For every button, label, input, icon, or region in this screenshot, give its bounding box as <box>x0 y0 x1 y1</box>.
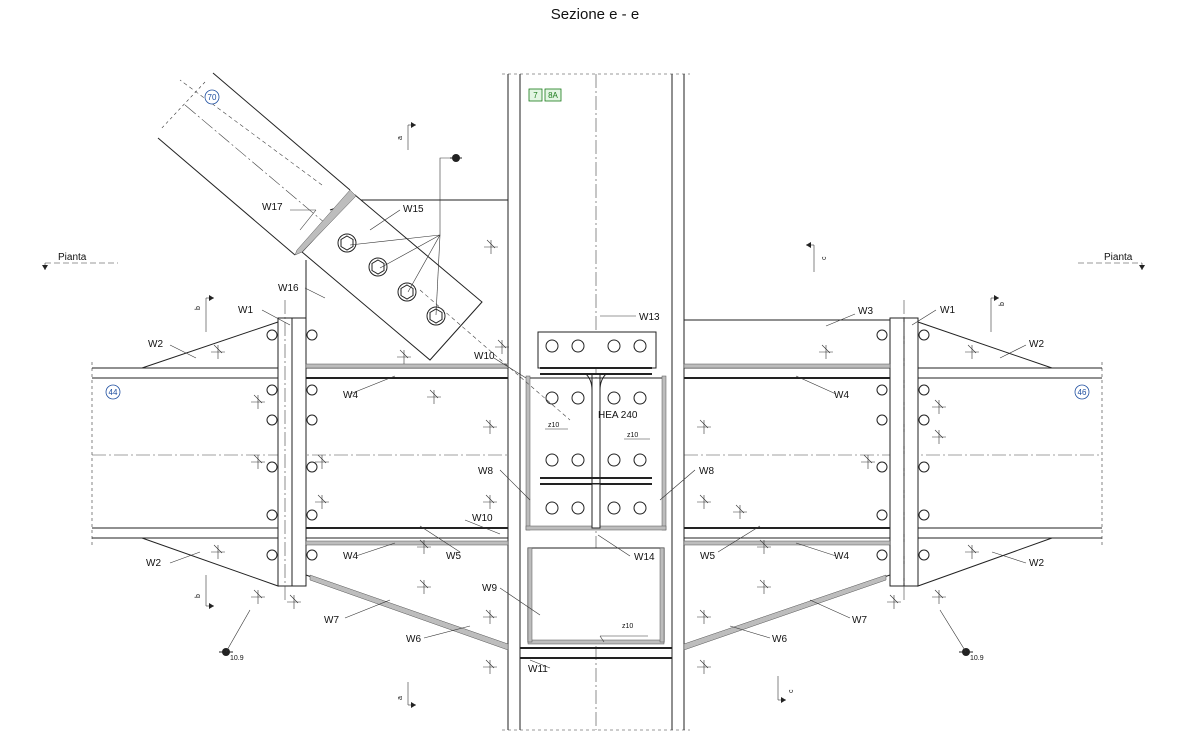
column-tag-box-2 <box>544 88 562 102</box>
section-marker-a-top <box>407 122 416 150</box>
bolt-grade-left: 10.9 <box>230 655 244 662</box>
weld-label-W10-bottom: W10 <box>472 513 493 524</box>
weld-note-b: z10 <box>627 432 638 439</box>
weld-label-W2-bottom-left: W2 <box>146 558 161 569</box>
section-marker-b-top-left <box>205 295 214 332</box>
diagonal-member-bubble <box>204 89 220 105</box>
weld-label-W7-left: W7 <box>324 615 339 626</box>
left-bolt-column <box>266 300 318 600</box>
right-bolt-column <box>876 300 930 600</box>
weld-label-W17: W17 <box>262 202 283 213</box>
weld-label-W2-bottom-right: W2 <box>1029 558 1044 569</box>
bolt-grade-symbol-left <box>219 609 251 656</box>
weld-label-W14: W14 <box>634 552 655 563</box>
bolt-grade-symbol-right <box>939 609 973 656</box>
weld-label-W5-left: W5 <box>446 551 461 562</box>
weld-label-W2-top-left: W2 <box>148 339 163 350</box>
section-marker-c-top <box>806 242 815 272</box>
pianta-left-label: Pianta <box>58 252 87 263</box>
weld-label-W8-left: W8 <box>478 466 493 477</box>
weld-label-W6-right: W6 <box>772 634 787 645</box>
section-b-top-left-label: b <box>195 306 202 310</box>
diagonal-bolts <box>337 233 446 326</box>
weld-label-W5-right: W5 <box>700 551 715 562</box>
section-marker-c-bottom <box>777 676 786 703</box>
right-beam-tag: 46 <box>1078 388 1087 397</box>
right-beam-bubble <box>1074 384 1090 400</box>
weld-label-W4-right-1: W4 <box>834 390 849 401</box>
diagonal-member-tag: 70 <box>208 93 217 102</box>
weld-label-W4-left-1: W4 <box>343 390 358 401</box>
weld-label-W2-top-right: W2 <box>1029 339 1044 350</box>
weld-leaders <box>169 209 1027 669</box>
weld-label-W15: W15 <box>403 204 424 215</box>
weld-label-W4-left-2: W4 <box>343 551 358 562</box>
weld-label-W8-right: W8 <box>699 466 714 477</box>
section-marker-b-top-right <box>990 295 999 332</box>
left-end-plates <box>141 317 307 587</box>
weld-label-W11: W11 <box>528 664 548 675</box>
section-a-bottom-label: a <box>397 696 404 700</box>
section-marker-b-bottom-left <box>205 575 214 609</box>
weld-label-W10-top: W10 <box>474 351 495 362</box>
weld-label-W16: W16 <box>278 283 299 294</box>
bolt-grade-right: 10.9 <box>970 655 984 662</box>
section-a-top-label: a <box>397 136 404 140</box>
left-beam-bubble <box>105 384 121 400</box>
bolt-symbol-top <box>450 154 462 162</box>
column-tag-box-1 <box>528 88 543 102</box>
center-bolts <box>545 339 647 515</box>
weld-label-W3: W3 <box>858 306 873 317</box>
right-end-plates <box>889 317 1053 587</box>
section-c-top-label: c <box>821 256 828 260</box>
left-beam-tag: 44 <box>109 388 118 397</box>
section-b-bottom-left-label: b <box>195 594 202 598</box>
weld-label-W4-right-2: W4 <box>834 551 849 562</box>
weld-symbols <box>211 239 979 674</box>
section-c-bottom-label: c <box>788 689 795 693</box>
weld-note-a: z10 <box>548 422 559 429</box>
weld-label-W6-left: W6 <box>406 634 421 645</box>
drawing-title: Sezione e - e <box>551 6 639 23</box>
profile-label: HEA 240 <box>598 410 638 421</box>
right-beam-stub <box>683 319 891 658</box>
weld-label-W1-right: W1 <box>940 305 955 316</box>
section-marker-pianta-right <box>1078 262 1145 270</box>
bottom-box <box>520 547 672 659</box>
pianta-right-label: Pianta <box>1104 252 1133 263</box>
section-marker-pianta-left <box>42 262 118 270</box>
center-splice <box>525 331 667 531</box>
section-marker-a-bottom <box>407 682 416 708</box>
weld-label-W13: W13 <box>639 312 660 323</box>
weld-label-W1-left: W1 <box>238 305 253 316</box>
weld-note-c: z10 <box>622 623 633 630</box>
weld-label-W9: W9 <box>482 583 497 594</box>
column-tag-1: 7 <box>533 91 538 100</box>
left-beam-stub <box>305 363 509 658</box>
section-b-top-right-label: b <box>999 302 1006 306</box>
weld-label-W7-right: W7 <box>852 615 867 626</box>
column-tag-2: 8A <box>548 91 558 100</box>
